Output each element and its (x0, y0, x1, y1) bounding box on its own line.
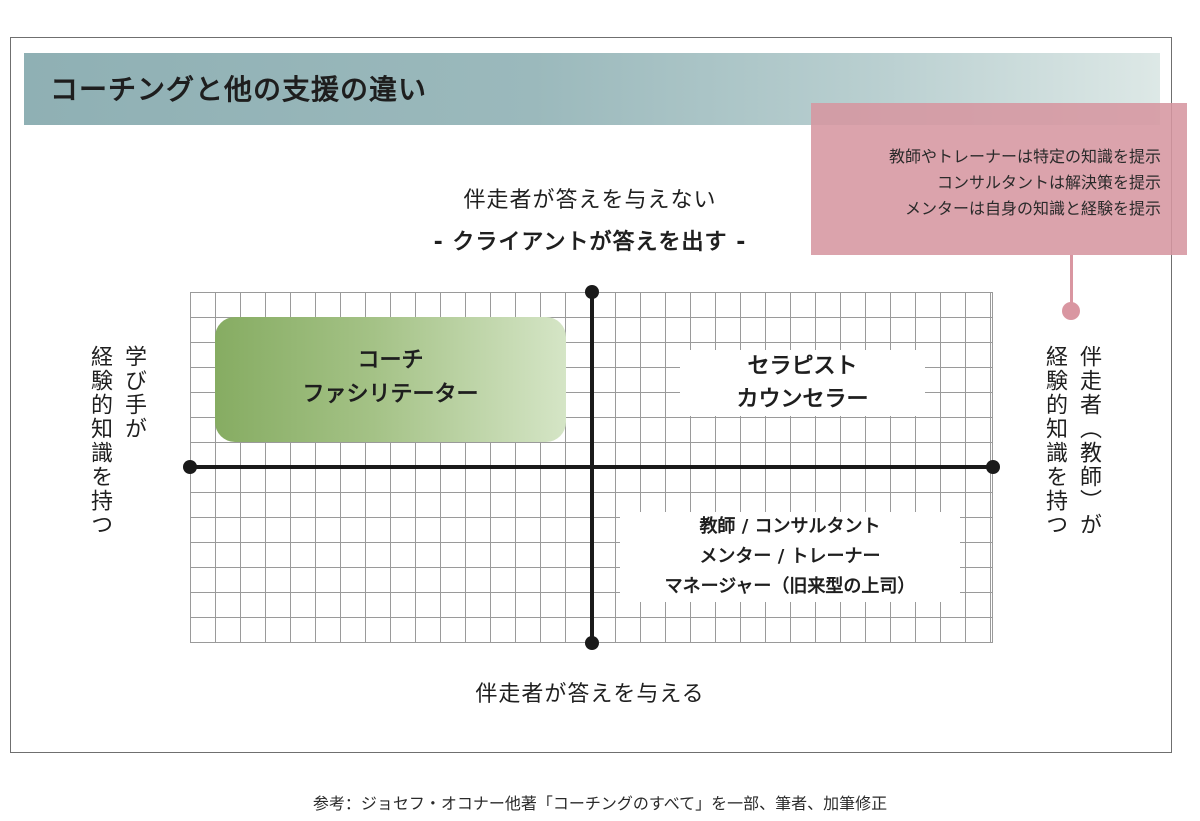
axis-dot-left (183, 460, 197, 474)
callout-line-mentor: メンターは自身の知識と経験を提示 (904, 199, 1161, 218)
diagram-frame (10, 37, 1172, 753)
manager-label: マネージャー（旧来型の上司） (664, 576, 916, 597)
callout-pin-line (1070, 255, 1073, 305)
vertical-axis (590, 292, 594, 643)
quadrant-bottom-right-label: 教師 / コンサルタント メンター / トレーナー マネージャー（旧来型の上司） (620, 512, 960, 602)
axis-left-label: 学び手が経験的知識を持つ (82, 345, 150, 565)
mentor-trainer-label: メンター / トレーナー (699, 546, 881, 567)
axis-top-sublabel: - クライアントが答えを出す - (433, 230, 747, 255)
axis-bottom-label: 伴走者が答えを与える (475, 682, 705, 707)
axis-right-label: 伴走者（教師）が経験的知識を持つ (1037, 345, 1105, 565)
callout-line-teacher: 教師やトレーナーは特定の知識を提示 (888, 147, 1161, 166)
facilitator-label: ファシリテーター (302, 382, 479, 407)
teacher-consultant-label: 教師 / コンサルタント (699, 516, 881, 537)
axis-left-line1: 学び手が (121, 345, 146, 441)
coach-label: コーチ (357, 348, 424, 373)
axis-right-line2: 経験的知識を持つ (1042, 345, 1067, 537)
callout-box (811, 103, 1187, 255)
source-footnote: 参考：ジョセフ・オコナー他著「コーチングのすべて」を一部、筆者、加筆修正 (312, 794, 888, 813)
quadrant-top-right-label: セラピスト カウンセラー (680, 350, 925, 416)
quadrant-top-left-label: コーチ ファシリテーター (215, 344, 566, 412)
page-title: コーチングと他の支援の違い (50, 73, 428, 106)
axis-left-line2: 経験的知識を持つ (87, 345, 112, 537)
therapist-label: セラピスト (747, 354, 858, 379)
axis-top-label: 伴走者が答えを与えない (463, 188, 717, 213)
axis-right-line1: 伴走者（教師）が (1076, 345, 1101, 537)
axis-dot-top (585, 285, 599, 299)
callout-pin-dot (1062, 302, 1080, 320)
coach-highlight-box (215, 317, 566, 442)
axis-dot-bottom (585, 636, 599, 650)
callout-text: 教師やトレーナーは特定の知識を提示 コンサルタントは解決策を提示 メンターは自身… (811, 144, 1161, 222)
axis-dot-right (986, 460, 1000, 474)
callout-line-consultant: コンサルタントは解決策を提示 (936, 173, 1161, 192)
counselor-label: カウンセラー (736, 387, 869, 412)
